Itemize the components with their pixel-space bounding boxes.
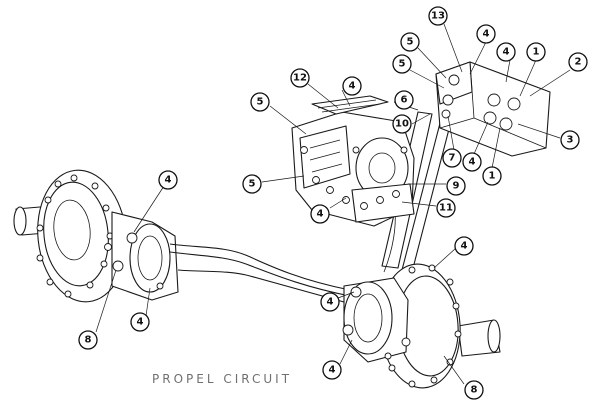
callout-4-label: 4 [503,47,510,58]
callout-1-label: 1 [533,47,540,58]
valve-port-4 [499,117,513,131]
callout-12: 12 [290,68,310,88]
left-fitting-upper [126,232,138,244]
right-flange-bolts [388,264,462,388]
callout-10: 10 [392,114,412,134]
callout-4: 4 [158,170,178,190]
callout-8: 8 [78,330,98,350]
callout-8-label: 8 [471,385,478,396]
valve-port-upper [448,74,460,86]
callout-2: 2 [568,52,588,72]
callout-4: 4 [310,204,330,224]
right-fitting-lower [342,324,354,336]
callout-4-label: 4 [483,29,490,40]
callout-4-label: 4 [165,175,172,186]
callout-9-label: 9 [453,181,460,192]
callout-4-label: 4 [349,81,356,92]
callout-3: 3 [560,130,580,150]
left-wheel-motor [13,169,179,303]
diagram-caption: PROPEL CIRCUIT [152,372,293,386]
control-valve [435,61,551,157]
callout-11-label: 11 [439,203,453,214]
callout-13: 13 [428,6,448,26]
callout-1: 1 [526,42,546,62]
left-axle-end [13,206,27,236]
callout-4-label: 4 [329,365,336,376]
callout-4-label: 4 [327,297,334,308]
callout-8-label: 8 [85,335,92,346]
callout-1-label: 1 [489,171,496,182]
callout-4: 4 [342,76,362,96]
callout-4-label: 4 [469,157,476,168]
valve-port-2 [507,97,521,111]
callout-4-label: 4 [461,241,468,252]
valve-port-lower [442,94,454,106]
callout-4: 4 [322,360,342,380]
valve-port-3 [483,111,497,125]
callout-5-label: 5 [399,59,406,70]
right-axle-end [487,319,501,353]
callout-7-label: 7 [449,153,456,164]
callout-6-label: 6 [401,95,408,106]
left-fitting-lower [112,260,124,272]
left-flange-bolts [36,174,114,298]
callout-5: 5 [400,32,420,52]
callout-12-label: 12 [293,73,307,84]
right-fitting-upper [350,286,362,298]
callout-4: 4 [130,312,150,332]
callout-6: 6 [394,90,414,110]
callout-13-label: 13 [431,11,445,22]
pump-bolts [300,146,408,210]
right-wheel-motor [342,263,501,389]
left-motor-face [43,181,109,287]
valve-port-1 [487,93,501,107]
callout-4-label: 4 [137,317,144,328]
right-motor-body [343,281,393,355]
callout-11: 11 [436,198,456,218]
pump-top-cover [311,95,389,115]
callout-4: 4 [476,24,496,44]
callout-5: 5 [392,54,412,74]
callout-5-label: 5 [257,97,264,108]
callout-5: 5 [250,92,270,112]
callout-2-label: 2 [575,57,582,68]
callout-4: 4 [496,42,516,62]
callout-3-label: 3 [567,135,574,146]
callout-4: 4 [320,292,340,312]
callout-4: 4 [462,152,482,172]
leader-lines [95,23,571,385]
callout-5-label: 5 [407,37,414,48]
callout-1: 1 [482,166,502,186]
hose-left-upper [169,243,351,291]
callout-5: 5 [242,174,262,194]
hose-left-lower [169,251,351,297]
callout-8: 8 [464,380,484,400]
pump-valve-block [299,125,351,189]
callout-4: 4 [454,236,474,256]
callout-4-label: 4 [317,209,324,220]
callout-5-label: 5 [249,179,256,190]
left-motor-body [129,223,171,293]
callout-9: 9 [446,176,466,196]
pump-assembly [291,95,415,227]
callout-7: 7 [442,148,462,168]
callout-10-label: 10 [395,119,409,130]
